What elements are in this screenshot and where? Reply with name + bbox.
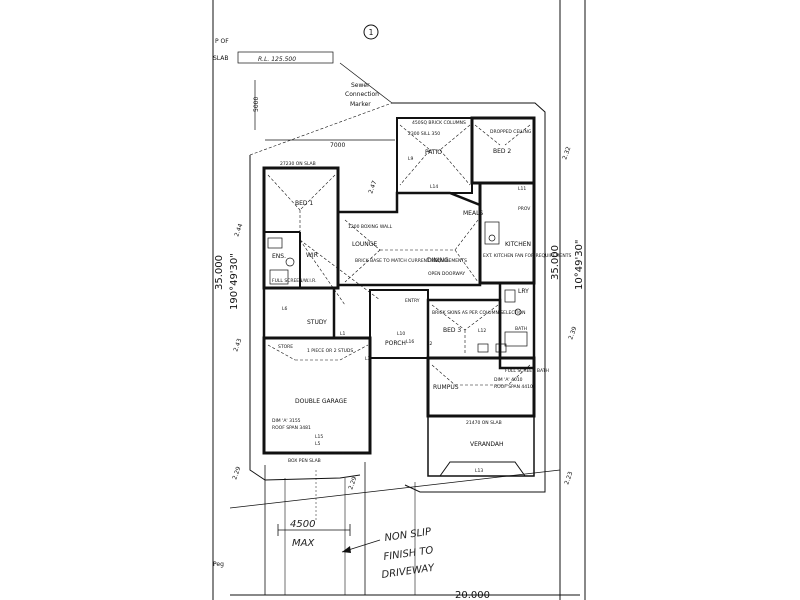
handwritten-rl: R.L. 125.500: [258, 56, 296, 63]
note-mesh: BRICK BASE TO MATCH CURRENT REQUIREMENTS: [355, 258, 467, 264]
label-l15: L15: [315, 434, 323, 440]
room-labels: BED 1 ENS. WIR PATIO BED 2 MEALS LOUNGE …: [272, 148, 531, 448]
dim-35000-left: 35.000: [214, 255, 225, 290]
level-247: 2.47: [367, 180, 378, 195]
sewer-label-2: Connection: [345, 91, 379, 98]
label-l9: L9: [408, 156, 414, 162]
room-lry: LRY: [518, 288, 529, 295]
note-brick-cols: 450SQ BRICK COLUMNS: [412, 120, 466, 126]
note-rumpus-dim: DIM 'A' 4010: [494, 377, 523, 383]
room-study: STUDY: [307, 319, 327, 326]
note-dropped-ceiling: DROPPED CEILING: [490, 129, 532, 135]
room-porch: PORCH: [385, 340, 406, 347]
room-patio: PATIO: [425, 149, 442, 156]
bearing-right: 10°49'30": [574, 239, 585, 290]
sheet-number: 1: [369, 28, 374, 37]
note-rumpus-roof: ROOF SPAN 4410: [494, 384, 533, 390]
note-verandah-dim: 21470 ON SLAB: [466, 420, 502, 426]
dim-35000-right: 35.000: [550, 245, 561, 280]
driveway-note: NON SLIP FINISH TO DRIVEWAY: [341, 526, 436, 581]
note-full-screen-ens: FULL SCREEN/W.I.R.: [272, 278, 317, 284]
level-tl: 2.44: [233, 223, 244, 238]
note-garage-dim: DIM 'A' 3155: [272, 418, 301, 424]
label-l6: L6: [282, 306, 288, 312]
room-prov: PROV: [518, 206, 531, 212]
room-entry: ENTRY: [405, 298, 420, 304]
sewer-label-1: Sewer: [351, 82, 370, 89]
note-slab-garage: BOX PEN SLAB: [288, 458, 321, 464]
room-bed1: BED 1: [295, 200, 313, 207]
label-l16: L16: [406, 339, 414, 345]
note-open-door: OPEN DOORWAY: [428, 271, 465, 277]
room-verandah: VERANDAH: [470, 441, 504, 448]
note-brick-skins: BRICK SKINS AS PER COLUMN SELECTION: [432, 310, 525, 316]
level-mid-right: 2.39: [567, 326, 578, 341]
room-store: STORE: [278, 344, 293, 350]
title-left-top: P OF: [215, 38, 229, 45]
note-stud-wall: 1 PIECE OR 2 STUDS: [307, 348, 353, 354]
title-left-slab: SLAB: [213, 55, 229, 62]
room-garage: DOUBLE GARAGE: [295, 398, 347, 405]
room-rumpus: RUMPUS: [433, 384, 459, 391]
room-bed2: BED 2: [493, 148, 511, 155]
level-br: 2.23: [563, 471, 574, 486]
note-line-2: FINISH TO: [383, 545, 434, 563]
level-bottom-mid: 2.29: [347, 476, 358, 491]
label-l14: L14: [430, 184, 438, 190]
room-dining: DINING: [427, 257, 449, 264]
roof-lines: [267, 124, 531, 386]
dim-4500: 4500: [290, 519, 315, 530]
label-l5: L5: [315, 441, 321, 447]
sewer-label-3: Marker: [350, 101, 371, 108]
label-l12: L12: [478, 328, 486, 334]
fixtures: [267, 221, 528, 353]
bearing-left: 190°49'30": [229, 253, 240, 310]
room-bed3: BED 3: [443, 327, 461, 334]
room-kitchen: KITCHEN: [505, 241, 531, 248]
note-slab-top: 27230 ON SLAB: [280, 161, 316, 167]
level-mid-left: 2.43: [232, 338, 243, 353]
note-exhaust: EXT. KITCHEN FAN FOR REQUIREMENTS: [483, 253, 572, 259]
sewer-marker: Sewer Connection Marker: [339, 62, 393, 108]
sheet-number-badge: 1: [363, 24, 379, 40]
room-meals: MEALS: [463, 210, 483, 217]
label-l3: L3: [365, 356, 371, 362]
construction-notes: 27230 ON SLAB BOX PEN SLAB 450SQ BRICK C…: [272, 120, 572, 474]
note-garage-roof: ROOF SPAN 3481: [272, 425, 311, 431]
level-bl: 2.29: [231, 466, 242, 481]
label-l1: L1: [340, 331, 346, 337]
room-bath: BATH: [515, 326, 527, 332]
level-tr: 2.32: [561, 146, 572, 161]
room-ens: ENS.: [272, 253, 286, 260]
room-wir: WIR: [306, 252, 318, 259]
house-walls: [262, 116, 536, 477]
label-l10: L10: [397, 331, 405, 337]
dim-7000: 7000: [330, 142, 345, 149]
note-bed2-top: 2300 SILL 350: [408, 131, 440, 137]
label-l2: L2: [427, 341, 433, 347]
label-l11: L11: [518, 186, 526, 192]
room-lounge: LOUNGE: [352, 241, 377, 248]
frontage-dim: 20.000: [455, 590, 490, 600]
rl-box: [237, 51, 334, 64]
label-l13: L13: [475, 468, 483, 474]
peg-label: Peg: [213, 561, 224, 568]
note-line-3: DRIVEWAY: [381, 563, 436, 581]
setback-5000: 5000: [253, 97, 260, 112]
note-bw-lounge: 1200 BOXING WALL: [348, 224, 393, 230]
sheet-frame: [212, 0, 586, 600]
note-line-1: NON SLIP: [384, 526, 433, 544]
note-full-screen: FULL SCREEN BATH: [505, 368, 549, 374]
max-label: MAX: [292, 538, 315, 549]
